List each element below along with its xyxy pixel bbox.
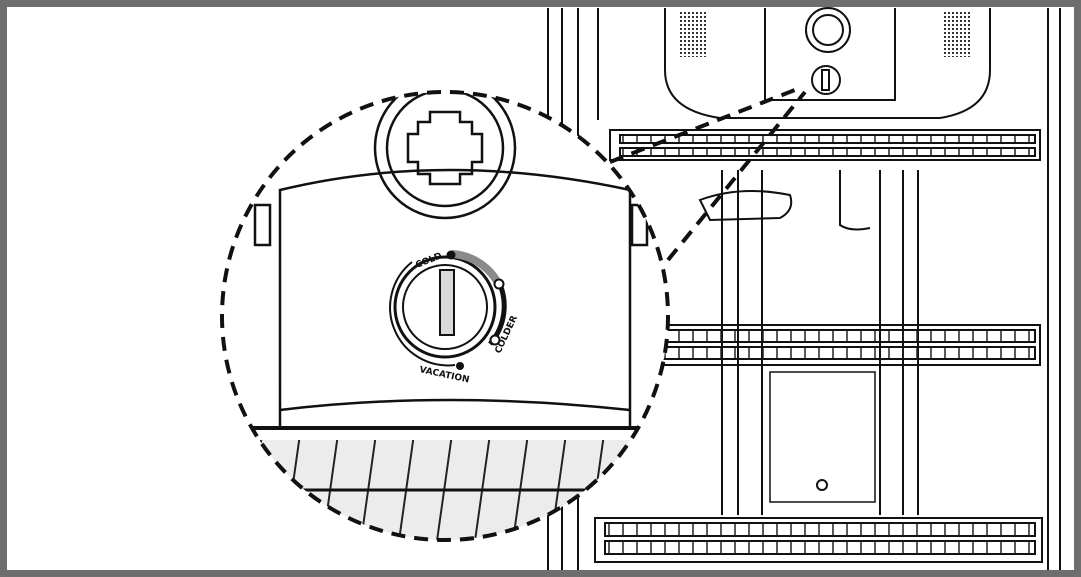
shelf-middle bbox=[599, 324, 1041, 366]
callout-line-top bbox=[609, 86, 801, 164]
magnifier-circle bbox=[220, 90, 670, 542]
dial-pointer bbox=[439, 269, 455, 336]
refrigerator-interior bbox=[547, 7, 1061, 570]
callout-line-bottom bbox=[666, 90, 807, 262]
shelf-top bbox=[609, 129, 1041, 161]
shelf-bottom bbox=[594, 517, 1043, 563]
temperature-dial[interactable]: COLD COLDER VACATION bbox=[389, 250, 520, 386]
